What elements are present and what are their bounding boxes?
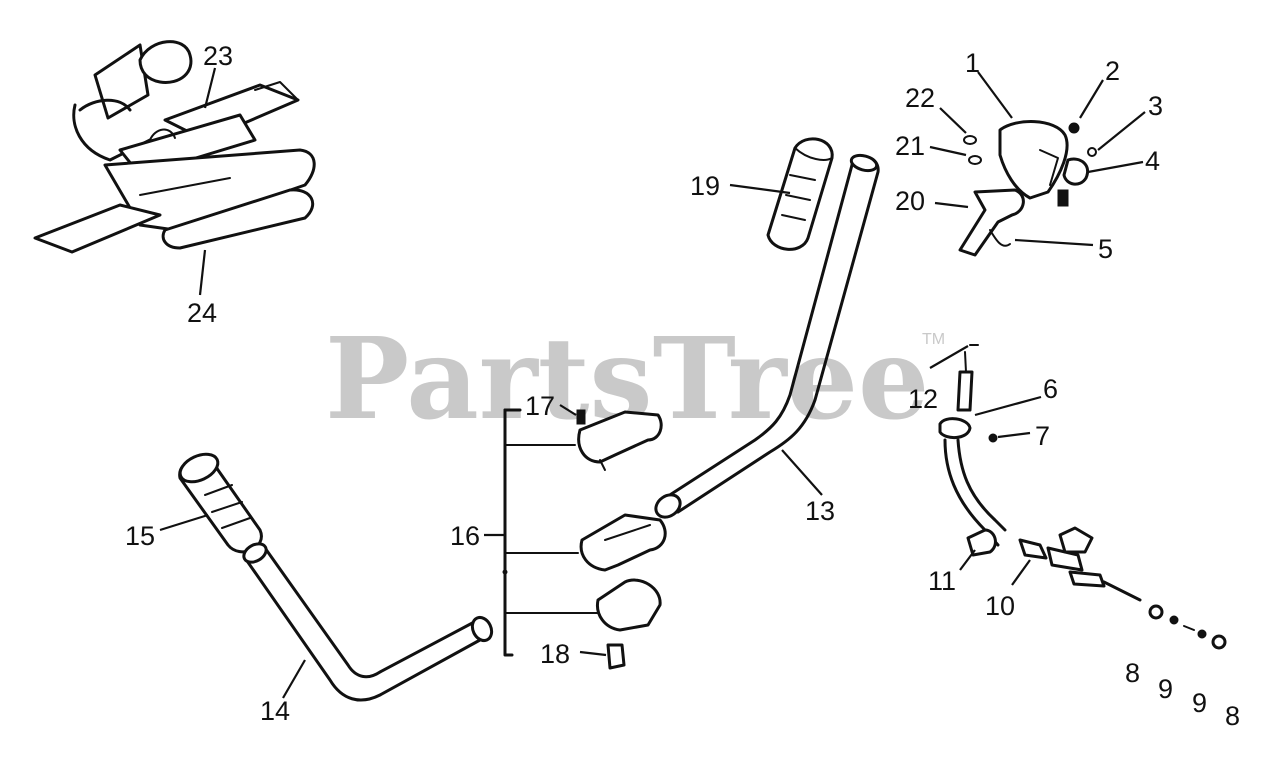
callout-7: 7 — [1035, 421, 1050, 451]
lower-grip — [178, 452, 263, 554]
harness-assembly — [33, 40, 316, 254]
callout-23: 23 — [203, 41, 233, 71]
leader-lines — [159, 67, 1146, 699]
callout-22: 22 — [905, 83, 935, 113]
callout-10: 10 — [985, 591, 1015, 621]
callout-9a: 9 — [1158, 674, 1173, 704]
throttle-housing-assembly — [958, 120, 1097, 257]
callout-9b: 9 — [1192, 688, 1207, 718]
callout-labels: 1 2 3 4 5 6 7 8 8 9 9 10 11 12 13 14 15 … — [125, 41, 1240, 731]
callout-24: 24 — [187, 298, 217, 328]
lower-handle-tube — [242, 542, 494, 702]
watermark-trademark: TM — [922, 331, 945, 348]
callout-16: 16 — [450, 521, 480, 551]
clamp-assembly — [502, 408, 667, 670]
callout-5: 5 — [1098, 234, 1113, 264]
callout-1: 1 — [965, 48, 980, 78]
callout-2: 2 — [1105, 56, 1120, 86]
callout-18: 18 — [540, 639, 570, 669]
upper-handle-tube — [654, 153, 880, 519]
callout-17: 17 — [525, 391, 555, 421]
callout-8b: 8 — [1225, 701, 1240, 731]
callout-8a: 8 — [1125, 658, 1140, 688]
callout-12: 12 — [908, 384, 938, 414]
callout-13: 13 — [805, 496, 835, 526]
callout-3: 3 — [1148, 91, 1163, 121]
callout-20: 20 — [895, 186, 925, 216]
callout-19: 19 — [690, 171, 720, 201]
callout-6: 6 — [1043, 374, 1058, 404]
throttle-cable-assembly — [938, 344, 1227, 650]
callout-11: 11 — [928, 566, 956, 596]
callout-21: 21 — [895, 131, 925, 161]
callout-14: 14 — [260, 696, 290, 726]
callout-15: 15 — [125, 521, 155, 551]
callout-4: 4 — [1145, 146, 1160, 176]
upper-grip — [766, 137, 834, 251]
